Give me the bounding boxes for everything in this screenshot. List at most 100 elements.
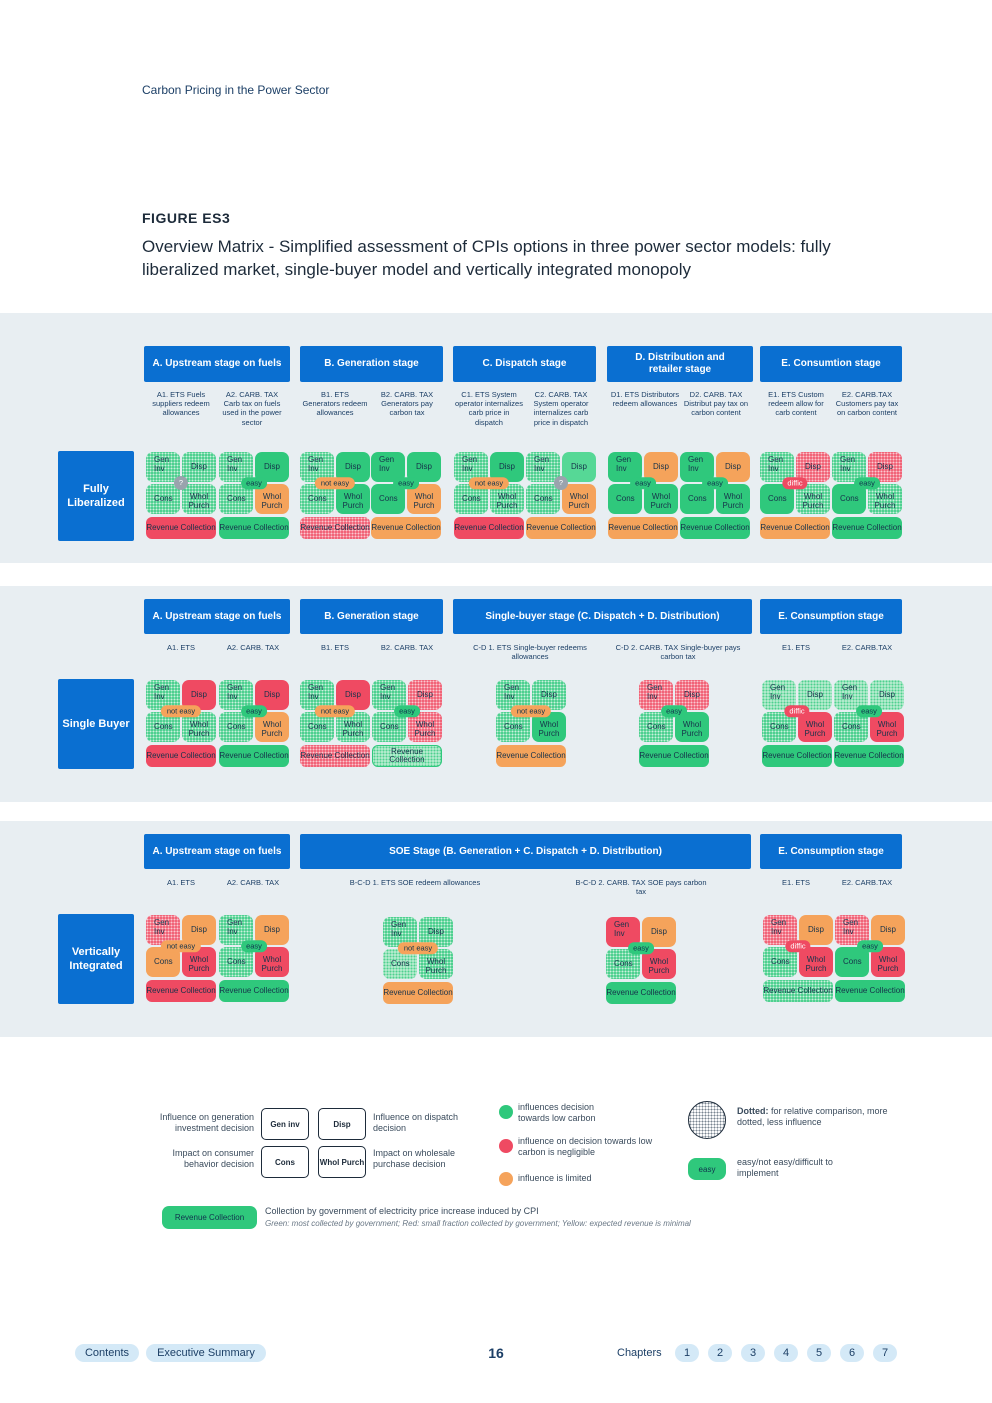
cons-quadrant: Cons (371, 484, 405, 514)
whol-purch-quadrant: Whol Purch (716, 484, 750, 514)
disp-quadrant: Disp (796, 452, 830, 482)
option-label: B2. CARB. TAX (380, 643, 434, 652)
legend-revenue-note: Green: most collected by government; Red… (265, 1219, 691, 1228)
chapter-link-5[interactable]: 5 (807, 1344, 831, 1362)
option-label: C1. ETS System operator internalizes car… (455, 390, 523, 427)
revenue-collection: Revenue Collection (608, 517, 678, 539)
option-label: B1. ETS (321, 643, 349, 652)
disp-quadrant: Disp (562, 452, 596, 482)
red-dot-icon (499, 1139, 513, 1153)
gen-inv-quadrant: Gen Inv (680, 452, 714, 482)
feasibility-badge: not easy (397, 942, 439, 954)
gen-inv-quadrant: Gen Inv (219, 452, 253, 482)
stage-header: SOE Stage (B. Generation + C. Dispatch +… (300, 834, 751, 869)
option-label: A1. ETS Fuels suppliers redeem allowance… (152, 390, 210, 418)
feasibility-badge: diffic (784, 705, 810, 717)
row-label: Vertically Integrated (58, 914, 134, 1004)
figure-title: Overview Matrix - Simplified assessment … (142, 237, 831, 279)
gen-inv-quadrant: Gen Inv (146, 680, 180, 710)
disp-quadrant: Disp (336, 452, 370, 482)
revenue-collection: Revenue Collection (763, 980, 833, 1002)
whol-purch-quadrant: Whol Purch (675, 712, 709, 742)
whol-purch-quadrant: Whol Purch (407, 484, 441, 514)
matrix-cell: Gen Inv Disp Cons Whol Purch easy Revenu… (639, 680, 709, 767)
matrix-cell: Gen Inv Disp Cons Whol Purch easy Revenu… (606, 917, 676, 1004)
revenue-collection: Revenue Collection (834, 745, 904, 767)
revenue-collection: Revenue Collection (372, 745, 442, 767)
feasibility-badge: easy (857, 940, 883, 952)
legend-dotted-text: for relative comparison, more dotted, le… (737, 1106, 888, 1127)
page-number: 16 (488, 1345, 504, 1361)
revenue-collection: Revenue Collection (526, 517, 596, 539)
cons-quadrant: Cons (372, 712, 406, 742)
legend-revenue-pill: Revenue Collection (162, 1206, 257, 1229)
chapter-link-6[interactable]: 6 (840, 1344, 864, 1362)
legend-disp-box: Disp (318, 1108, 366, 1140)
feasibility-badge: easy (393, 477, 419, 489)
gen-inv-quadrant: Gen Inv (372, 680, 406, 710)
option-label: E2. CARB.TAX (841, 878, 893, 887)
gen-inv-quadrant: Gen Inv (219, 915, 253, 945)
cons-quadrant: Cons (680, 484, 714, 514)
feasibility-badge: easy (241, 705, 267, 717)
gen-inv-quadrant: Gen Inv (762, 680, 796, 710)
stage-header: Single-buyer stage (C. Dispatch + D. Dis… (453, 599, 752, 634)
revenue-collection: Revenue Collection (146, 980, 216, 1002)
matrix-cell: Gen Inv Disp Cons Whol Purch not easy Re… (300, 452, 370, 539)
matrix-cell: Gen Inv Disp Cons Whol Purch diffic Reve… (762, 680, 832, 767)
whol-purch-quadrant: Whol Purch (336, 484, 370, 514)
matrix-cell: Gen Inv Disp Cons Whol Purch ? Revenue C… (146, 452, 216, 539)
disp-quadrant: Disp (182, 452, 216, 482)
contents-link[interactable]: Contents (75, 1344, 139, 1362)
gen-inv-quadrant: Gen Inv (146, 452, 180, 482)
disp-quadrant: Disp (799, 915, 833, 945)
executive-summary-link[interactable]: Executive Summary (146, 1344, 266, 1362)
chapter-link-2[interactable]: 2 (708, 1344, 732, 1362)
feasibility-badge: not easy (314, 705, 356, 717)
whol-purch-quadrant: Whol Purch (871, 947, 905, 977)
matrix-cell: Gen Inv Disp Cons Whol Purch easy Revenu… (832, 452, 902, 539)
whol-purch-quadrant: Whol Purch (796, 484, 830, 514)
disp-quadrant: Disp (644, 452, 678, 482)
matrix-cell: Gen Inv Disp Cons Whol Purch not easy Re… (454, 452, 524, 539)
chapter-link-4[interactable]: 4 (774, 1344, 798, 1362)
cons-quadrant: Cons (606, 949, 640, 979)
stage-header: A. Upstream stage on fuels (144, 346, 290, 382)
feasibility-badge: ? (554, 476, 568, 490)
revenue-collection: Revenue Collection (300, 745, 370, 767)
matrix-cell: Gen Inv Disp Cons Whol Purch diffic Reve… (760, 452, 830, 539)
chapter-link-3[interactable]: 3 (741, 1344, 765, 1362)
legend-orange-text: influence is limited (518, 1173, 592, 1183)
revenue-collection: Revenue Collection (835, 980, 905, 1002)
legend-cons-box: Cons (261, 1146, 309, 1178)
whol-purch-quadrant: Whol Purch (868, 484, 902, 514)
whol-purch-quadrant: Whol Purch (255, 947, 289, 977)
option-label: E2. CARB.TAX Customers pay tax on carbon… (835, 390, 899, 418)
revenue-collection: Revenue Collection (680, 517, 750, 539)
running-header: Carbon Pricing in the Power Sector (142, 83, 330, 97)
gen-inv-quadrant: Gen Inv (834, 680, 868, 710)
row-label: Fully Liberalized (58, 451, 134, 541)
revenue-collection: Revenue Collection (454, 517, 524, 539)
disp-quadrant: Disp (532, 680, 566, 710)
matrix-cell: Gen Inv Disp Cons Whol Purch not easy Re… (383, 917, 453, 1004)
revenue-collection: Revenue Collection (300, 517, 370, 539)
matrix-cell: Gen Inv Disp Cons Whol Purch easy Revenu… (608, 452, 678, 539)
option-label: C2. CARB. TAX System operator internaliz… (533, 390, 589, 427)
gen-inv-quadrant: Gen Inv (300, 452, 334, 482)
chapter-link-1[interactable]: 1 (675, 1344, 699, 1362)
revenue-collection: Revenue Collection (219, 517, 289, 539)
gen-inv-quadrant: Gen Inv (526, 452, 560, 482)
feasibility-badge: easy (856, 705, 882, 717)
matrix-cell: Gen Inv Disp Cons Whol Purch not easy Re… (146, 915, 216, 1002)
chapter-link-7[interactable]: 7 (873, 1344, 897, 1362)
whol-purch-quadrant: Whol Purch (798, 712, 832, 742)
disp-quadrant: Disp (255, 680, 289, 710)
option-label: E1. ETS Custom redeem allow for carb con… (768, 390, 824, 418)
disp-quadrant: Disp (408, 680, 442, 710)
orange-dot-icon (499, 1172, 513, 1186)
cons-quadrant: Cons (219, 712, 253, 742)
feasibility-badge: easy (854, 477, 880, 489)
whol-purch-quadrant: Whol Purch (562, 484, 596, 514)
disp-quadrant: Disp (871, 915, 905, 945)
